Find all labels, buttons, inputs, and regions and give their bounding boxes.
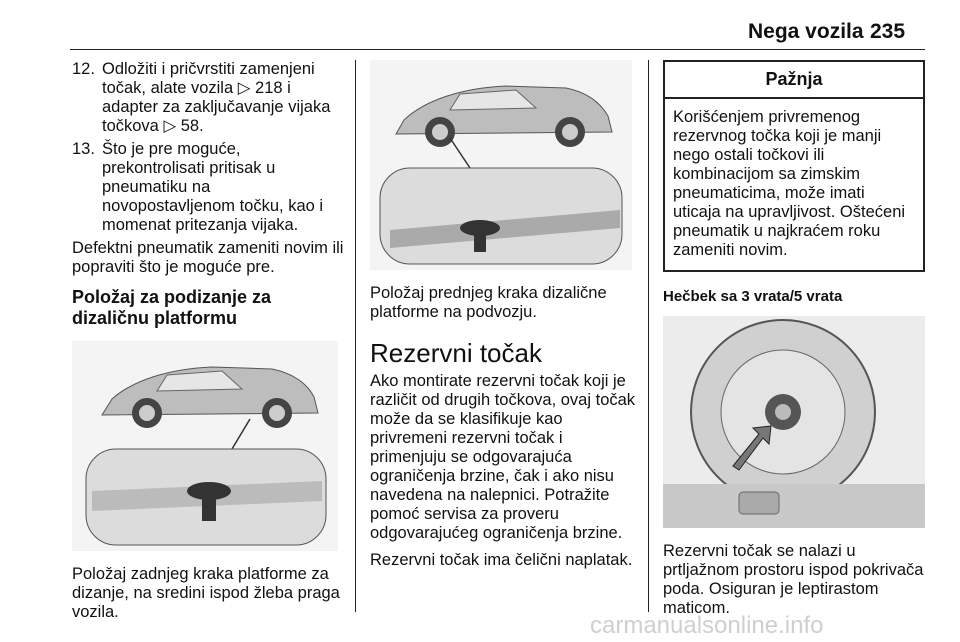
page-number: 235 (870, 20, 906, 43)
step-13-number: 13. (72, 140, 95, 158)
front-lift-point-illustration (370, 60, 632, 270)
rear-lift-caption: Položaj zadnjeg kraka platforme za dizan… (72, 565, 340, 621)
step-12-text: Odložiti i pričvrstiti zamenjeni točak, … (102, 60, 331, 135)
header-rule (70, 49, 925, 50)
warning-text: Korišćenjem privremenog rezervnog točka … (673, 108, 906, 259)
watermark: carmanualsonline.info (590, 612, 824, 639)
column-right: Pažnja Korišćenjem privremenog rezervnog… (663, 60, 933, 626)
rear-lift-point-illustration (72, 341, 338, 551)
spare-wheel-paragraph-1: Ako montirate rezervni točak koji je raz… (370, 372, 636, 542)
column-middle: Položaj prednjeg kraka dizalične platfor… (370, 60, 638, 578)
step-13: 13. Što je pre moguće, prekontrolisati p… (72, 140, 344, 235)
column-divider-2 (648, 60, 649, 612)
spare-wheel-illustration (663, 316, 925, 528)
spare-wheel-paragraph-2: Rezervni točak ima čelični naplatak. (370, 551, 633, 569)
warning-box: Pažnja Korišćenjem privremenog rezervnog… (663, 60, 925, 272)
warning-title: Pažnja (665, 62, 923, 99)
column-divider-1 (355, 60, 356, 612)
step-12: 12. Odložiti i pričvrstiti zamenjeni toč… (72, 60, 344, 136)
step-13-text: Što je pre moguće, prekontrolisati priti… (102, 140, 324, 234)
spare-wheel-caption: Rezervni točak se nalazi u prtljažnom pr… (663, 542, 924, 617)
tire-replace-paragraph: Defektni pneumatik zameniti novim ili po… (72, 239, 344, 276)
spare-wheel-heading: Rezervni točak (370, 338, 542, 368)
page-header-title: Nega vozila (748, 20, 864, 43)
step-12-number: 12. (72, 60, 95, 78)
column-left: 12. Odložiti i pričvrstiti zamenjeni toč… (72, 60, 344, 630)
hatchback-label: Hečbek sa 3 vrata/5 vrata (663, 288, 843, 305)
lift-points-subheading: Položaj za podizanje za dizaličnu platfo… (72, 287, 272, 328)
front-lift-caption: Položaj prednjeg kraka dizalične platfor… (370, 284, 607, 321)
